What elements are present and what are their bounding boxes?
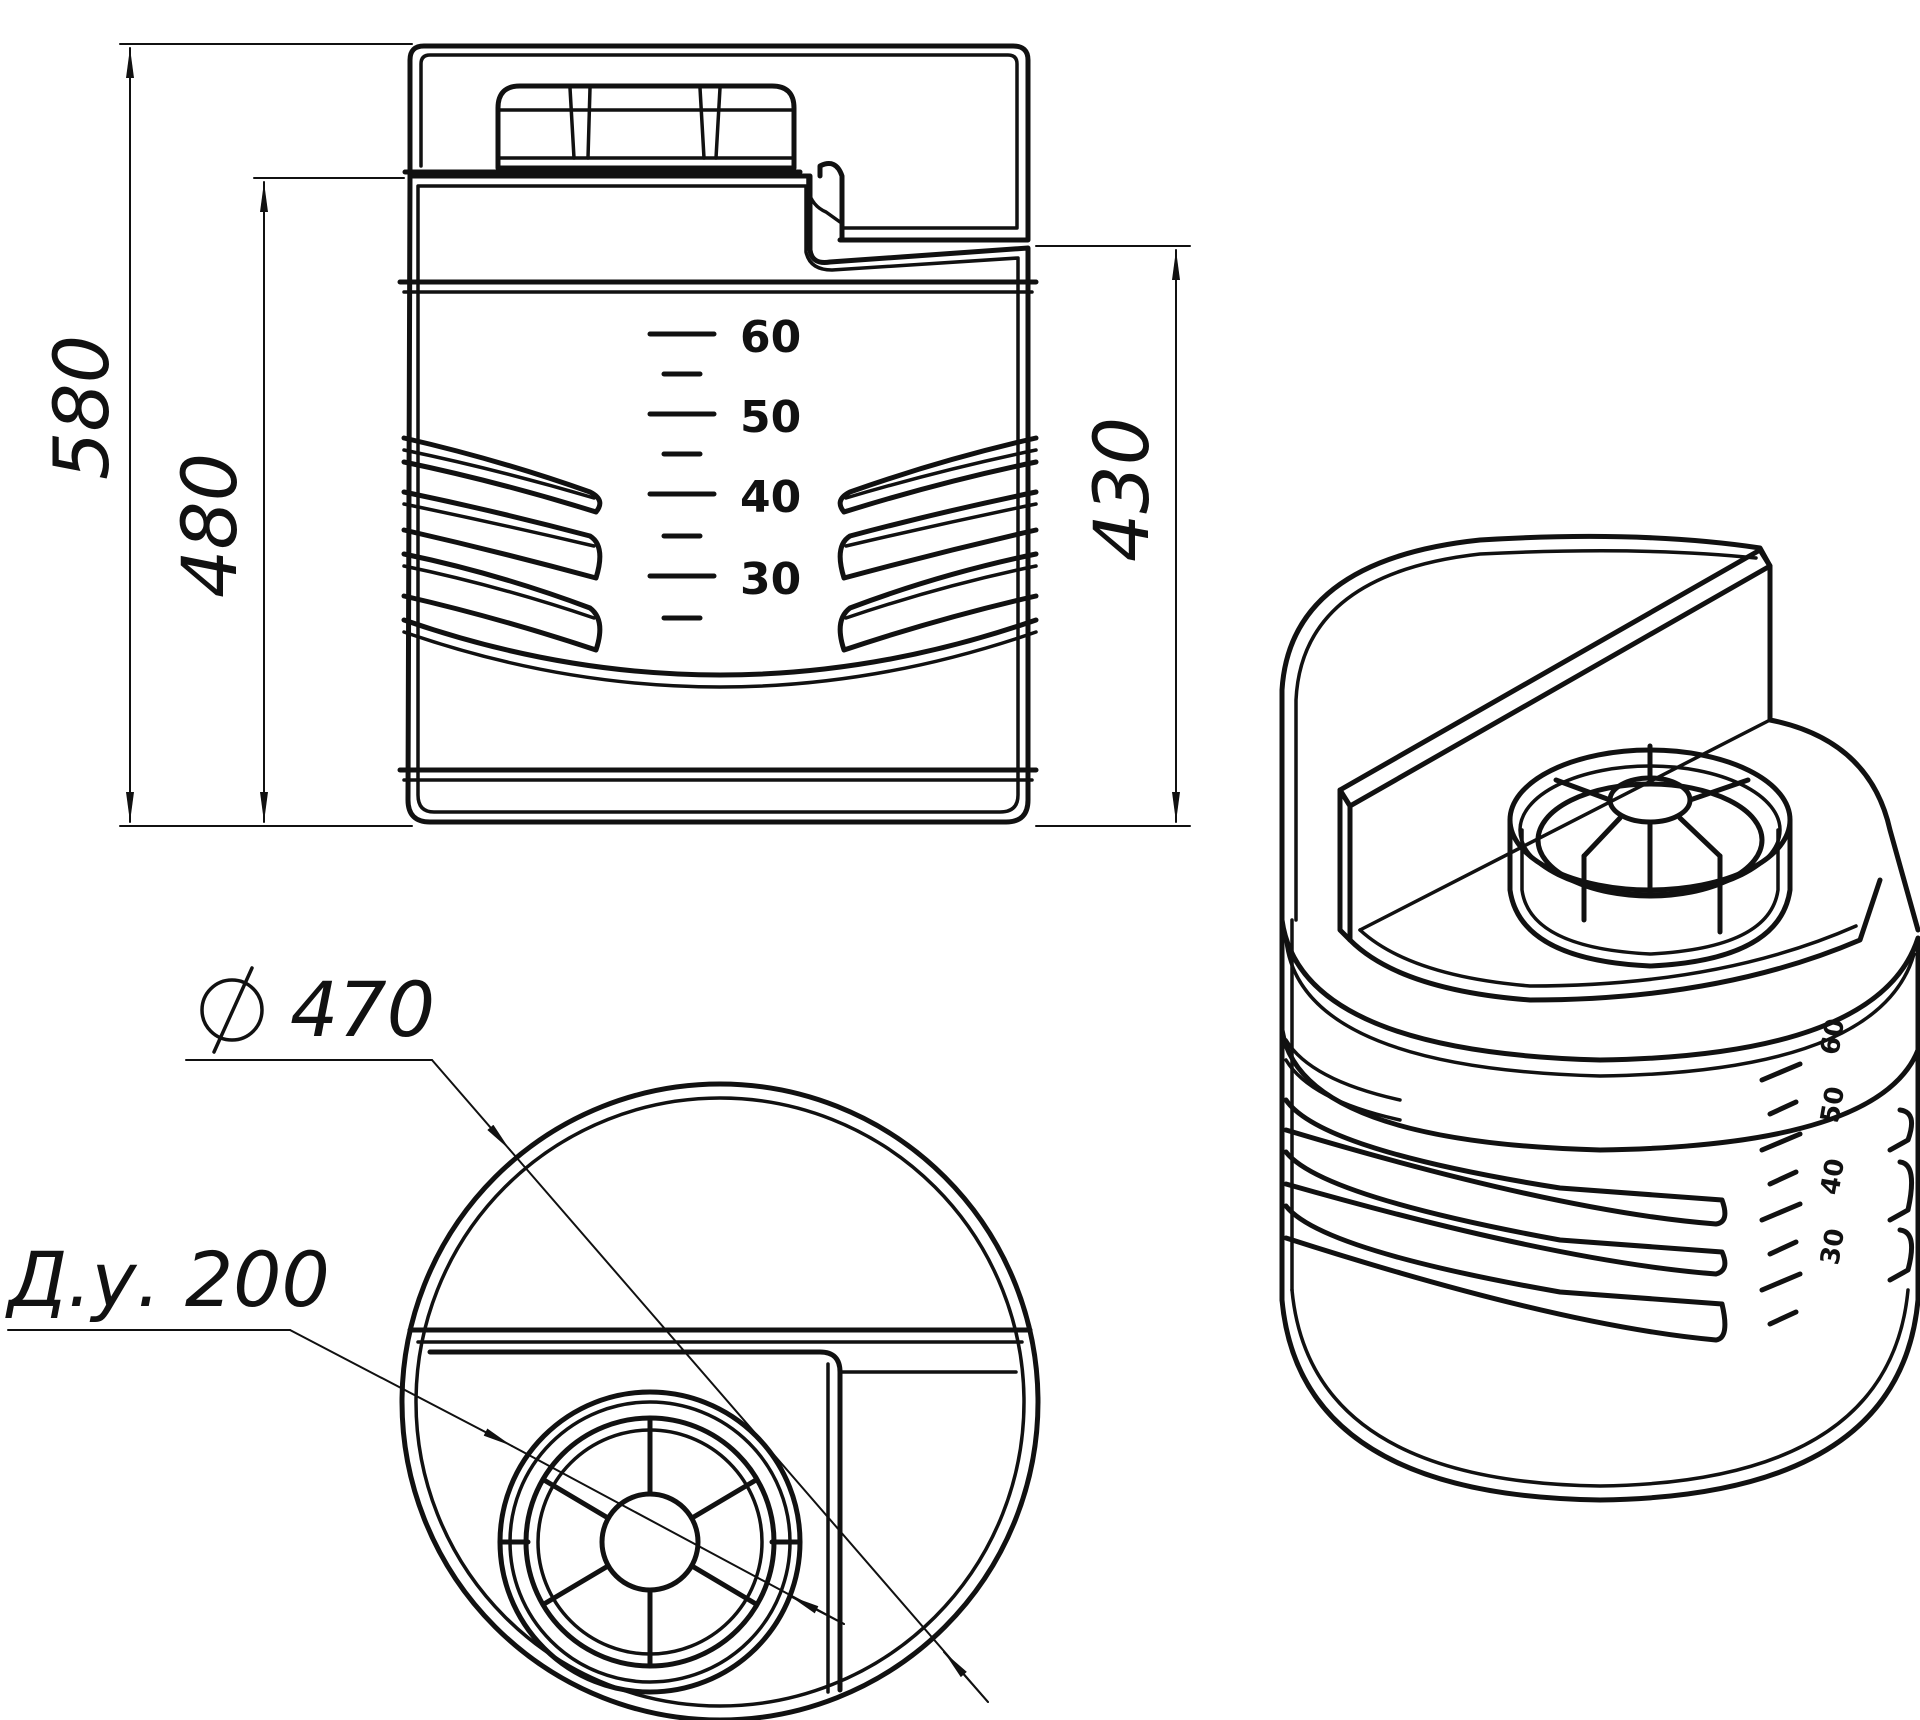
dimension-580-label: 580 xyxy=(37,335,126,480)
iso-scale-label-50: 50 xyxy=(1815,1084,1851,1125)
scale-label-60: 60 xyxy=(740,312,801,363)
iso-ribs xyxy=(1283,1038,1915,1343)
iso-scale-label-40: 40 xyxy=(1815,1156,1851,1197)
dimension-430: 430 xyxy=(1035,245,1191,827)
iso-recess-2 xyxy=(1358,924,1858,988)
top-view: 470 Д.у. 200 xyxy=(5,965,1041,1720)
top-cap xyxy=(497,1389,803,1695)
iso-band-upper xyxy=(1279,917,1920,1063)
iso-shelf-line xyxy=(1358,718,1772,932)
front-volume-scale: 60 50 40 30 xyxy=(647,312,801,621)
iso-flat-plane xyxy=(1337,547,1773,809)
iso-cap xyxy=(1507,743,1793,969)
iso-dome xyxy=(1279,533,1920,933)
dimension-bore-label: Д.у. 200 xyxy=(5,1235,330,1324)
dimension-diameter: 470 xyxy=(185,965,989,1703)
front-riser xyxy=(817,161,845,243)
front-body-outline xyxy=(405,173,1031,825)
dimension-480: 480 xyxy=(165,177,405,823)
iso-volume-scale: 60 50 40 30 xyxy=(1759,1016,1851,1327)
iso-flat-plane-front xyxy=(1337,787,1353,943)
top-outer-circle-inner xyxy=(414,1096,1026,1708)
front-bottom-curve-2 xyxy=(402,630,1038,689)
front-riser-inner xyxy=(806,174,842,224)
front-lid-inner xyxy=(419,53,1019,230)
front-bottom-curve xyxy=(401,617,1039,678)
top-outer-circle xyxy=(399,1081,1041,1720)
front-lid-outline xyxy=(407,43,1031,243)
front-ribs-left xyxy=(401,435,603,653)
iso-base xyxy=(1279,1297,1920,1503)
iso-recess xyxy=(1347,877,1883,1003)
dimension-430-label: 430 xyxy=(1077,417,1166,562)
dimension-bore: Д.у. 200 xyxy=(5,1235,845,1625)
front-view: 60 50 40 30 580 480 430 xyxy=(37,43,1191,827)
dimension-480-label: 480 xyxy=(165,453,254,598)
front-cap xyxy=(402,83,803,175)
front-ribs-right xyxy=(837,435,1039,653)
scale-label-30: 30 xyxy=(740,554,801,605)
iso-band-upper-2 xyxy=(1284,938,1916,1078)
iso-scale-label-30: 30 xyxy=(1815,1226,1851,1267)
scale-label-50: 50 xyxy=(740,392,801,443)
diameter-sign-icon xyxy=(200,966,264,1054)
iso-base-2 xyxy=(1290,1288,1910,1488)
isometric-view: 60 50 40 30 xyxy=(1279,533,1920,1503)
top-recess-2 xyxy=(826,1362,1018,1694)
scale-label-40: 40 xyxy=(740,472,801,523)
dimension-diameter-label: 470 xyxy=(290,965,435,1054)
front-body-inner xyxy=(416,184,1020,814)
iso-dome-inner xyxy=(1294,549,1758,922)
dimension-580: 580 xyxy=(37,43,413,827)
iso-scale-label-60: 60 xyxy=(1815,1016,1851,1057)
